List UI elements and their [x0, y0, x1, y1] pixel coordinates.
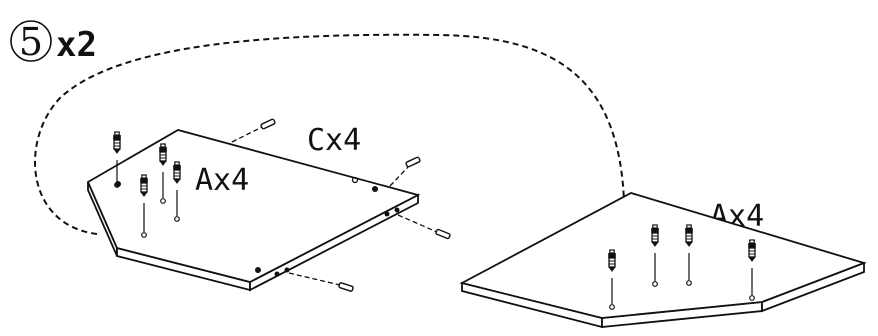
label-screw-a-left: Ax4	[195, 163, 249, 198]
label-screw-c: Cx4	[307, 123, 361, 158]
step-multiplier: x2	[56, 25, 97, 65]
right-panel	[459, 192, 867, 329]
screws-c	[231, 118, 451, 292]
screws-a-left	[112, 131, 182, 238]
step-circle	[10, 20, 52, 62]
step-badge: 5 x2	[10, 20, 97, 65]
transfer-arc	[34, 33, 626, 237]
step-number: 5	[19, 20, 43, 64]
screws-a-right	[607, 224, 757, 310]
left-panel	[86, 129, 421, 292]
